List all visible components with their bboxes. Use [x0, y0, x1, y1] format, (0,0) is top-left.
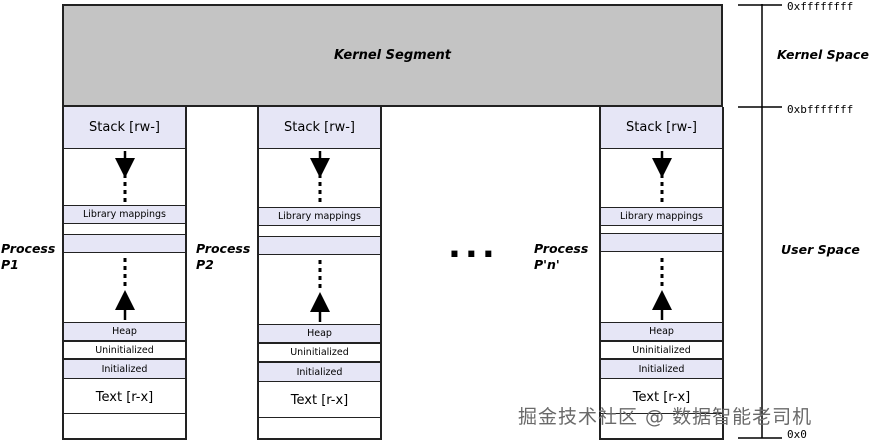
text-segment: Text [r-x] — [632, 389, 691, 405]
user-space-label: User Space — [781, 242, 860, 257]
process-pn-memory: Stack [rw-] Library mappings Heap Uninit… — [599, 107, 724, 440]
stack-segment: Stack [rw-] — [259, 107, 380, 149]
mapping-gap-segment — [64, 234, 185, 253]
library-mappings-segment: Library mappings — [259, 207, 380, 226]
initialized-segment: Initialized — [64, 359, 185, 379]
mapping-gap-segment — [601, 233, 722, 252]
stack-segment: Stack [rw-] — [601, 107, 722, 149]
process-p1-label: Process P1 — [1, 241, 55, 273]
address-top-label: 0xffffffff — [787, 0, 854, 13]
uninitialized-segment: Uninitialized — [64, 341, 185, 359]
initialized-segment: Initialized — [259, 362, 380, 382]
initialized-segment: Initialized — [601, 359, 722, 379]
process-label-line2: P2 — [196, 257, 214, 272]
heap-segment: Heap — [601, 322, 722, 341]
library-mappings-segment: Library mappings — [601, 207, 722, 226]
process-p1-memory: Stack [rw-] Library mappings Heap Uninit… — [62, 107, 187, 440]
segment-divider — [64, 413, 185, 414]
more-processes-ellipsis: ... — [448, 226, 499, 266]
stack-segment: Stack [rw-] — [64, 107, 185, 149]
uninitialized-segment: Uninitialized — [601, 341, 722, 359]
process-label-line1: Process — [196, 241, 251, 256]
address-bottom-label: 0x0 — [787, 428, 807, 441]
heap-segment: Heap — [64, 322, 185, 341]
process-label-line2: P1 — [1, 257, 19, 272]
address-mid-label: 0xbfffffff — [787, 103, 854, 116]
heap-segment: Heap — [259, 324, 380, 343]
kernel-space-label: Kernel Space — [777, 47, 869, 62]
kernel-segment-label: Kernel Segment — [334, 48, 451, 63]
text-segment: Text [r-x] — [95, 389, 154, 405]
text-segment: Text [r-x] — [290, 392, 349, 408]
process-p2-memory: Stack [rw-] Library mappings Heap Uninit… — [257, 107, 382, 440]
process-label-line2: P'n' — [534, 257, 560, 272]
process-label-line1: Process — [1, 241, 56, 256]
segment-divider — [601, 413, 722, 414]
segment-divider — [259, 417, 380, 418]
kernel-segment — [62, 4, 723, 107]
process-p2-label: Process P2 — [196, 241, 250, 273]
mapping-gap-segment — [259, 236, 380, 255]
process-label-line1: Process — [534, 241, 589, 256]
uninitialized-segment: Uninitialized — [259, 343, 380, 362]
watermark: 掘金技术社区 @ 数据智能老司机 — [518, 406, 813, 428]
library-mappings-segment: Library mappings — [64, 205, 185, 224]
process-pn-label: Process P'n' — [534, 241, 588, 273]
